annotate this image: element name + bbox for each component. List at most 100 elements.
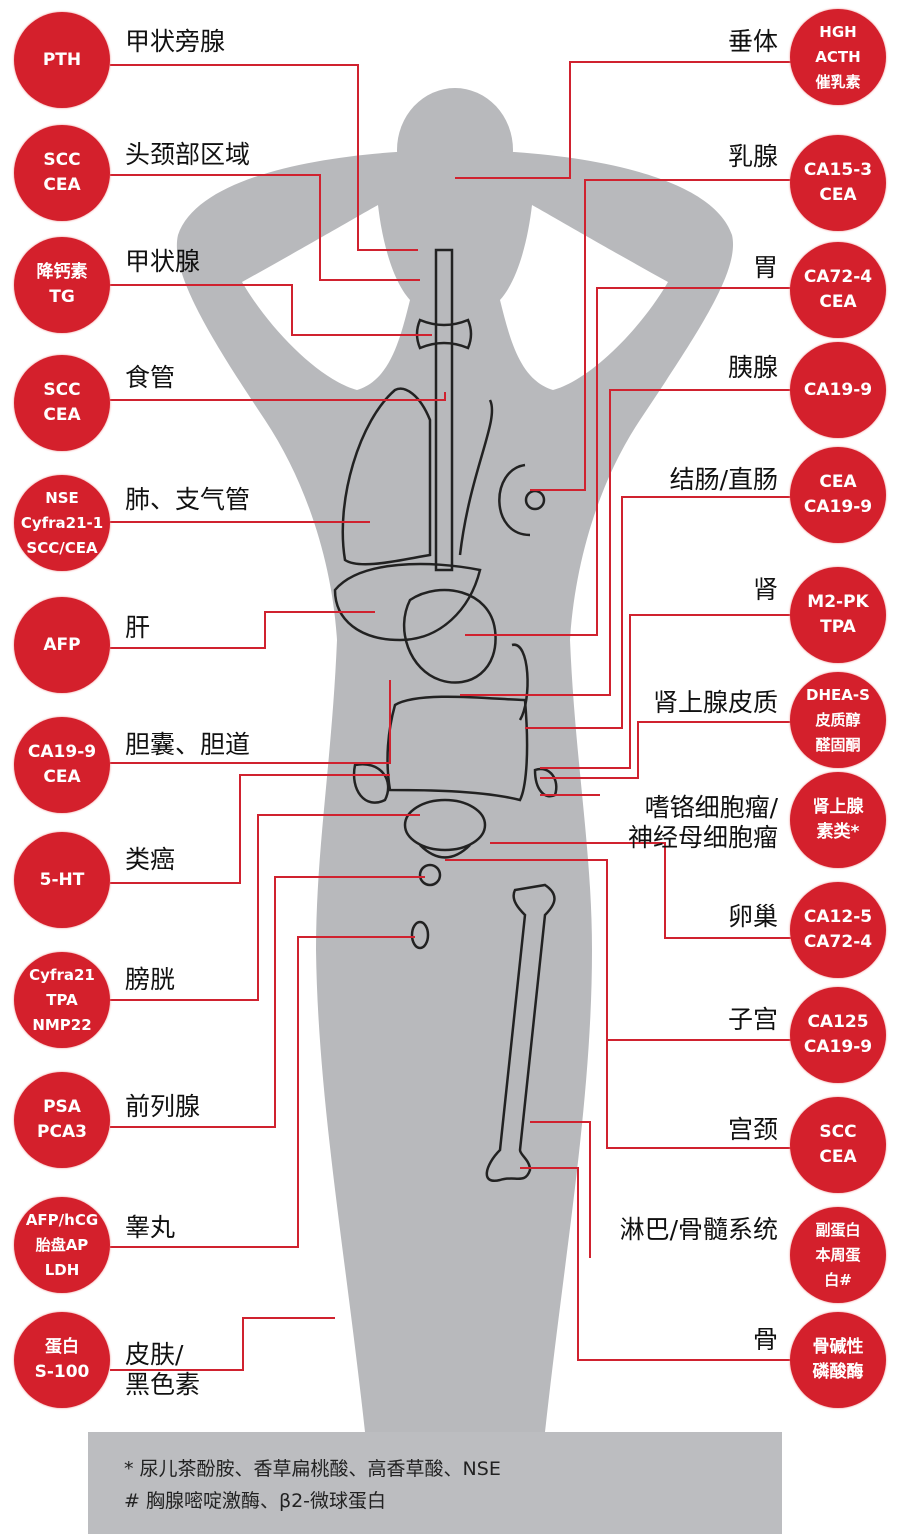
femur bbox=[485, 883, 556, 1183]
marker-text: 本周蛋 bbox=[815, 1245, 861, 1264]
organ-label-line: 胃 bbox=[752, 253, 778, 282]
organ-label-line: 肾 bbox=[752, 575, 778, 604]
organ-label-line: 甲状腺 bbox=[125, 247, 201, 276]
marker-text: CEA bbox=[819, 292, 857, 312]
marker-text: PTH bbox=[42, 49, 82, 70]
marker-text: CEA bbox=[819, 1147, 857, 1167]
organ-label: 食管 bbox=[125, 363, 175, 393]
marker-text: SCC bbox=[819, 1122, 857, 1142]
organ-label-line: 膀胱 bbox=[125, 965, 176, 994]
marker-text: CA19-9 bbox=[803, 379, 873, 400]
organ-label: 膀胱 bbox=[125, 965, 175, 995]
leader-lines bbox=[110, 61, 792, 1371]
organ-label-line: 嗜铬细胞瘤/ bbox=[644, 793, 778, 822]
marker-text: S-100 bbox=[34, 1362, 90, 1382]
marker-text: TPA bbox=[820, 617, 856, 637]
organ-label: 胰腺 bbox=[728, 353, 778, 383]
marker-text: SCC bbox=[43, 150, 81, 170]
marker-text: CEA bbox=[819, 185, 857, 205]
organ-label-line: 前列腺 bbox=[125, 1092, 201, 1121]
marker-text: Cyfra21 bbox=[29, 965, 95, 984]
organ-label: 嗜铬细胞瘤/神经母细胞瘤 bbox=[628, 793, 778, 853]
marker-text: CEA bbox=[819, 472, 857, 492]
marker-text: 皮质醇 bbox=[815, 710, 861, 729]
stomach bbox=[402, 588, 497, 684]
organ-label: 胆囊、胆道 bbox=[125, 730, 250, 760]
organ-label: 类癌 bbox=[125, 845, 175, 875]
marker-circle: 5-HT bbox=[14, 832, 110, 928]
marker-text: CA12-5 bbox=[803, 907, 873, 927]
marker-text: ACTH bbox=[815, 47, 861, 66]
organ-label-line: 肝 bbox=[125, 613, 151, 642]
footnote-box: * 尿儿茶酚胺、香草扁桃酸、高香草酸、NSE # 胸腺嘧啶激酶、β2-微球蛋白 bbox=[88, 1432, 782, 1534]
marker-text: 副蛋白 bbox=[815, 1220, 861, 1239]
organ-label: 睾丸 bbox=[125, 1213, 175, 1243]
marker-text: PCA3 bbox=[37, 1122, 87, 1142]
pelvis bbox=[403, 798, 487, 852]
marker-text: CA19-9 bbox=[803, 497, 873, 517]
marker-circle: 骨碱性磷酸酶 bbox=[790, 1312, 886, 1408]
marker-circle: 副蛋白本周蛋白# bbox=[790, 1207, 886, 1303]
marker-text: 骨碱性 bbox=[812, 1337, 864, 1357]
marker-text: CA19-9 bbox=[27, 742, 97, 762]
organ-label: 肾上腺皮质 bbox=[653, 688, 778, 718]
marker-text: AFP/hCG bbox=[25, 1210, 99, 1229]
liver bbox=[333, 562, 482, 642]
marker-circle: SCC CEA bbox=[14, 125, 110, 221]
marker-text: 胎盘AP bbox=[35, 1235, 89, 1254]
marker-text: 降钙素 bbox=[36, 262, 88, 282]
marker-circle: SCC CEA bbox=[790, 1097, 886, 1193]
organ-label-line: 食管 bbox=[125, 363, 176, 392]
footnote-asterisk: * 尿儿茶酚胺、香草扁桃酸、高香草酸、NSE bbox=[124, 1458, 501, 1480]
organ-label-line: 结肠/直肠 bbox=[669, 465, 778, 494]
kidney bbox=[352, 762, 390, 804]
organ-label-line: 胰腺 bbox=[727, 353, 778, 382]
marker-text: SCC/CEA bbox=[26, 538, 98, 557]
organ-label-line: 宫颈 bbox=[727, 1115, 778, 1144]
marker-text: 磷酸酶 bbox=[812, 1362, 864, 1382]
organ-label: 结肠/直肠 bbox=[670, 465, 778, 495]
organ-label-line: 黑色素 bbox=[125, 1370, 201, 1399]
lung bbox=[341, 387, 432, 566]
marker-text: 白# bbox=[824, 1270, 852, 1289]
marker-text: 醛固酮 bbox=[815, 735, 861, 754]
organ-label: 头颈部区域 bbox=[125, 140, 250, 170]
marker-circle: 肾上腺素类* bbox=[790, 772, 886, 868]
organ-label-line: 皮肤/ bbox=[125, 1340, 184, 1369]
organ-label: 骨 bbox=[753, 1325, 778, 1355]
marker-text: CEA bbox=[43, 175, 81, 195]
organ-label-line: 类癌 bbox=[125, 845, 176, 874]
marker-circle: AFP bbox=[14, 597, 110, 693]
organ-label: 淋巴/骨髓系统 bbox=[620, 1215, 778, 1245]
marker-text: PSA bbox=[43, 1097, 81, 1117]
organ-label: 肝 bbox=[125, 613, 150, 643]
organs bbox=[333, 248, 558, 1183]
trachea bbox=[434, 248, 454, 572]
marker-text: NMP22 bbox=[32, 1015, 92, 1034]
organ-label-line: 垂体 bbox=[727, 27, 778, 56]
organ-label: 乳腺 bbox=[728, 142, 778, 172]
marker-circle: CEA CA19-9 bbox=[790, 447, 886, 543]
organ-label-line: 淋巴/骨髓系统 bbox=[619, 1215, 778, 1244]
marker-text: DHEA-S bbox=[806, 685, 870, 704]
organ-label: 卵巢 bbox=[728, 902, 778, 932]
organ-label: 宫颈 bbox=[728, 1115, 778, 1145]
organ-label: 肾 bbox=[753, 575, 778, 605]
thyroid bbox=[415, 318, 473, 350]
marker-text: 素类* bbox=[816, 822, 860, 842]
marker-text: SCC bbox=[43, 380, 81, 400]
marker-text: 肾上腺 bbox=[812, 797, 864, 817]
organ-label-line: 甲状旁腺 bbox=[125, 27, 226, 56]
footnote-hash: # 胸腺嘧啶激酶、β2-微球蛋白 bbox=[124, 1490, 387, 1512]
marker-text: AFP bbox=[43, 634, 81, 655]
